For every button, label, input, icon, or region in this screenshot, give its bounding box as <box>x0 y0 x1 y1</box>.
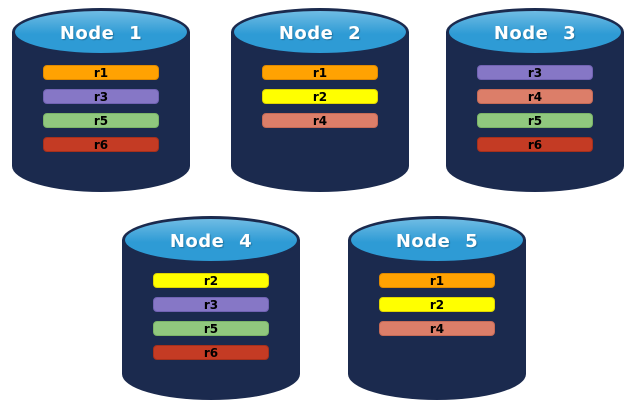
replica-bar-r6: r6 <box>477 137 593 152</box>
replica-bar-r3: r3 <box>477 65 593 80</box>
replica-bar-r1: r1 <box>379 273 495 288</box>
replica-bar-r4: r4 <box>477 89 593 104</box>
replica-list: r3 r4 r5 r6 <box>446 65 624 152</box>
replica-bar-r1: r1 <box>43 65 159 80</box>
node-title: Node 2 <box>278 22 362 44</box>
node-cylinder-1: Node 1 r1 r3 r5 r6 <box>12 8 190 192</box>
cylinder-body <box>12 32 190 192</box>
replica-list: r1 r3 r5 r6 <box>12 65 190 152</box>
node-cylinder-4: Node 4 r2 r3 r5 r6 <box>122 216 300 400</box>
replica-bar-r4: r4 <box>262 113 378 128</box>
cylinder-top: Node 4 <box>122 216 300 264</box>
node-title: Node 4 <box>169 230 253 252</box>
replica-bar-r2: r2 <box>379 297 495 312</box>
node-title: Node 3 <box>493 22 577 44</box>
replica-list: r1 r2 r4 <box>348 273 526 336</box>
node-title: Node 5 <box>395 230 479 252</box>
replica-bar-r5: r5 <box>43 113 159 128</box>
cylinder-top: Node 1 <box>12 8 190 56</box>
replica-list: r2 r3 r5 r6 <box>122 273 300 360</box>
cylinder-top: Node 3 <box>446 8 624 56</box>
replica-bar-r5: r5 <box>153 321 269 336</box>
replica-bar-r3: r3 <box>153 297 269 312</box>
cylinder-body <box>348 240 526 400</box>
cylinder-body <box>231 32 409 192</box>
cylinder-top: Node 2 <box>231 8 409 56</box>
node-cylinder-5: Node 5 r1 r2 r4 <box>348 216 526 400</box>
replica-bar-r5: r5 <box>477 113 593 128</box>
replica-bar-r2: r2 <box>262 89 378 104</box>
node-title: Node 1 <box>59 22 143 44</box>
replica-bar-r6: r6 <box>153 345 269 360</box>
node-cylinder-3: Node 3 r3 r4 r5 r6 <box>446 8 624 192</box>
cylinder-top: Node 5 <box>348 216 526 264</box>
replica-bar-r3: r3 <box>43 89 159 104</box>
replica-list: r1 r2 r4 <box>231 65 409 128</box>
replica-bar-r6: r6 <box>43 137 159 152</box>
cylinder-body <box>122 240 300 400</box>
replica-bar-r1: r1 <box>262 65 378 80</box>
replica-bar-r2: r2 <box>153 273 269 288</box>
cylinder-body <box>446 32 624 192</box>
node-cylinder-2: Node 2 r1 r2 r4 <box>231 8 409 192</box>
replica-bar-r4: r4 <box>379 321 495 336</box>
